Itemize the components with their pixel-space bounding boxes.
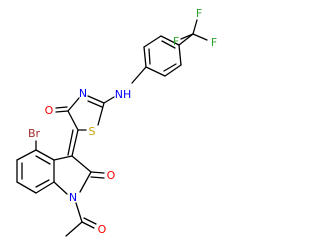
bond-c2prime-o-dbl <box>90 176 105 179</box>
fluorine-left-label: F <box>173 35 179 48</box>
bond-c2-n3 <box>87 95 105 104</box>
sulfur-label: S <box>89 125 96 138</box>
bond-c3a-c3 <box>53 155 73 161</box>
bond-benzo-4 <box>16 181 37 194</box>
bond-benz-6 <box>160 35 180 46</box>
bond-n3-c4 <box>67 97 80 112</box>
bond-benz-dbl-3 <box>161 40 176 49</box>
bond-benz-3 <box>145 66 166 77</box>
structure-diagram: F F F N NH O S Br O N O <box>16 7 217 237</box>
bond-benzo-2 <box>16 149 37 161</box>
bond-benzo-dbl-1 <box>35 155 51 165</box>
bond-c2prime-o <box>90 171 105 174</box>
atom-labels: F F F N NH O S Br O N O <box>28 7 217 236</box>
bond-c2-n3-dbl <box>87 100 103 108</box>
fluorine-right-label: F <box>211 36 217 49</box>
bond-benzo-5 <box>35 181 55 194</box>
bond-cf3-right <box>192 33 208 41</box>
bond-acetyl-o <box>81 221 95 229</box>
bond-benz-5 <box>143 35 162 48</box>
acetyl-oxygen-label: O <box>98 223 107 236</box>
bond-n-acetyl <box>75 202 83 223</box>
bond-s-c2 <box>97 102 105 126</box>
bond-benz-1 <box>178 44 182 66</box>
indole-nitrogen-label: N <box>69 191 77 204</box>
bonds <box>16 19 208 237</box>
bond-benzo-dbl-3 <box>35 179 50 188</box>
thiazole-nitrogen-label: N <box>79 87 87 100</box>
bond-c4-o-dbl <box>55 106 68 109</box>
bond-n-c7a <box>53 181 68 195</box>
bond-acetyl-ch3 <box>65 221 83 237</box>
bond-c5-c3prime-dbl <box>67 129 74 156</box>
bond-aryl-nh <box>131 66 147 84</box>
bond-c3-c2prime <box>71 155 92 173</box>
bond-benz-2 <box>164 64 182 77</box>
thiazolone-oxygen-label: O <box>45 104 54 117</box>
bond-benz-4 <box>143 46 147 68</box>
bond-benz-dbl-1 <box>163 63 177 72</box>
bond-c5-c3prime <box>71 129 79 157</box>
bond-acetyl-o-dbl <box>83 217 97 225</box>
bond-c2prime-n <box>79 171 92 193</box>
fluorine-top-label: F <box>196 7 202 20</box>
bond-aryl-cf3 <box>178 33 194 46</box>
bond-nh-c2 <box>103 96 115 104</box>
bromine-label: Br <box>28 127 41 140</box>
molecule-canvas: F F F N NH O S Br O N O <box>16 7 218 237</box>
amine-nh-label: NH <box>115 88 132 101</box>
lactam-oxygen-label: O <box>107 169 116 182</box>
bond-benzo-1 <box>35 149 55 161</box>
bond-benz-dbl-2 <box>148 48 151 65</box>
bond-c4-o <box>55 110 69 113</box>
bond-cf3-top <box>192 19 198 35</box>
bond-c4-c5 <box>67 110 79 131</box>
